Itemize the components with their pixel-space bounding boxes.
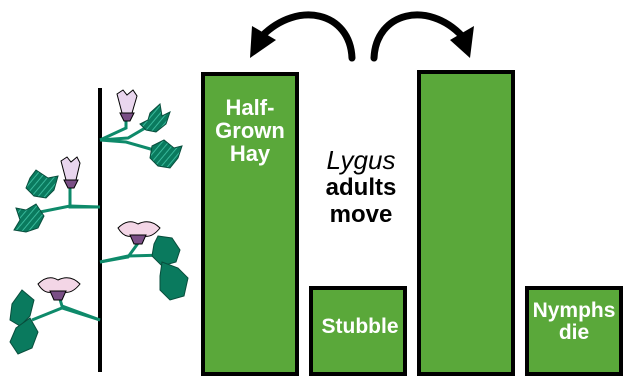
leaf <box>160 262 188 300</box>
center-caption-line3: move <box>302 202 420 229</box>
bar-regrowth <box>419 72 513 374</box>
bar-label-line: Stubble <box>311 316 409 338</box>
curved-arrow-left-icon <box>250 15 352 58</box>
flower-bud-icon <box>61 157 80 188</box>
leaf <box>140 104 170 132</box>
leaf <box>10 318 38 354</box>
bar-label-nymphs-die: Nymphs die <box>524 300 624 344</box>
bar-label-line: Grown <box>207 119 293 142</box>
leaf <box>150 140 182 168</box>
bar-label-line: Nymphs <box>524 300 624 322</box>
curved-arrow-right-icon <box>374 15 474 58</box>
bar-label-stubble: Stubble <box>311 316 409 338</box>
leaf <box>14 204 44 232</box>
leaf <box>152 236 180 266</box>
flower-open-icon <box>38 278 80 300</box>
bar-label-line: die <box>524 322 624 344</box>
leaf <box>26 170 58 198</box>
bar-label-half-grown-hay: Half- Grown Hay <box>207 96 293 165</box>
center-caption-species: Lygus <box>302 146 420 175</box>
center-caption: Lygus adults move <box>302 146 420 229</box>
bar-label-line: Hay <box>207 142 293 165</box>
flower-open-icon <box>118 222 160 244</box>
flower-bud-icon <box>117 90 137 121</box>
cotton-plant-icon <box>10 88 188 372</box>
bar-label-line: Half- <box>207 96 293 119</box>
center-caption-line2: adults <box>302 175 420 202</box>
